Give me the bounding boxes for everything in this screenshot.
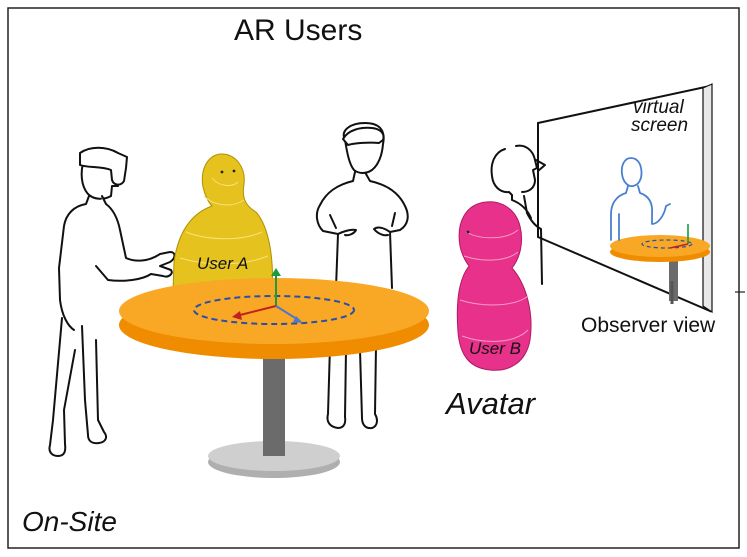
screen-viewer-person bbox=[490, 144, 546, 285]
label-virtual: virtual bbox=[633, 97, 684, 118]
virtual-screen bbox=[537, 83, 713, 314]
dashed-ring bbox=[193, 295, 355, 325]
onsite-frame bbox=[7, 7, 740, 549]
center-ar-user bbox=[315, 122, 409, 430]
main-table bbox=[119, 268, 429, 478]
label-user-a: User A bbox=[197, 254, 249, 273]
title-ar-users: AR Users bbox=[234, 14, 363, 47]
table-top bbox=[119, 278, 429, 344]
left-ar-user bbox=[48, 146, 176, 457]
label-screen: screen bbox=[631, 115, 689, 136]
observer-mini-table bbox=[610, 224, 710, 301]
label-observer-view: Observer view bbox=[581, 314, 716, 337]
label-avatar: Avatar bbox=[446, 386, 536, 421]
ar-headset-icon bbox=[79, 146, 128, 186]
coordinate-axes-icon bbox=[232, 268, 303, 323]
label-user-b: User B bbox=[469, 339, 521, 358]
table-leg bbox=[263, 358, 285, 456]
avatar-user-b bbox=[456, 201, 532, 371]
label-on-site: On-Site bbox=[22, 506, 117, 537]
observer-figure bbox=[610, 157, 671, 241]
